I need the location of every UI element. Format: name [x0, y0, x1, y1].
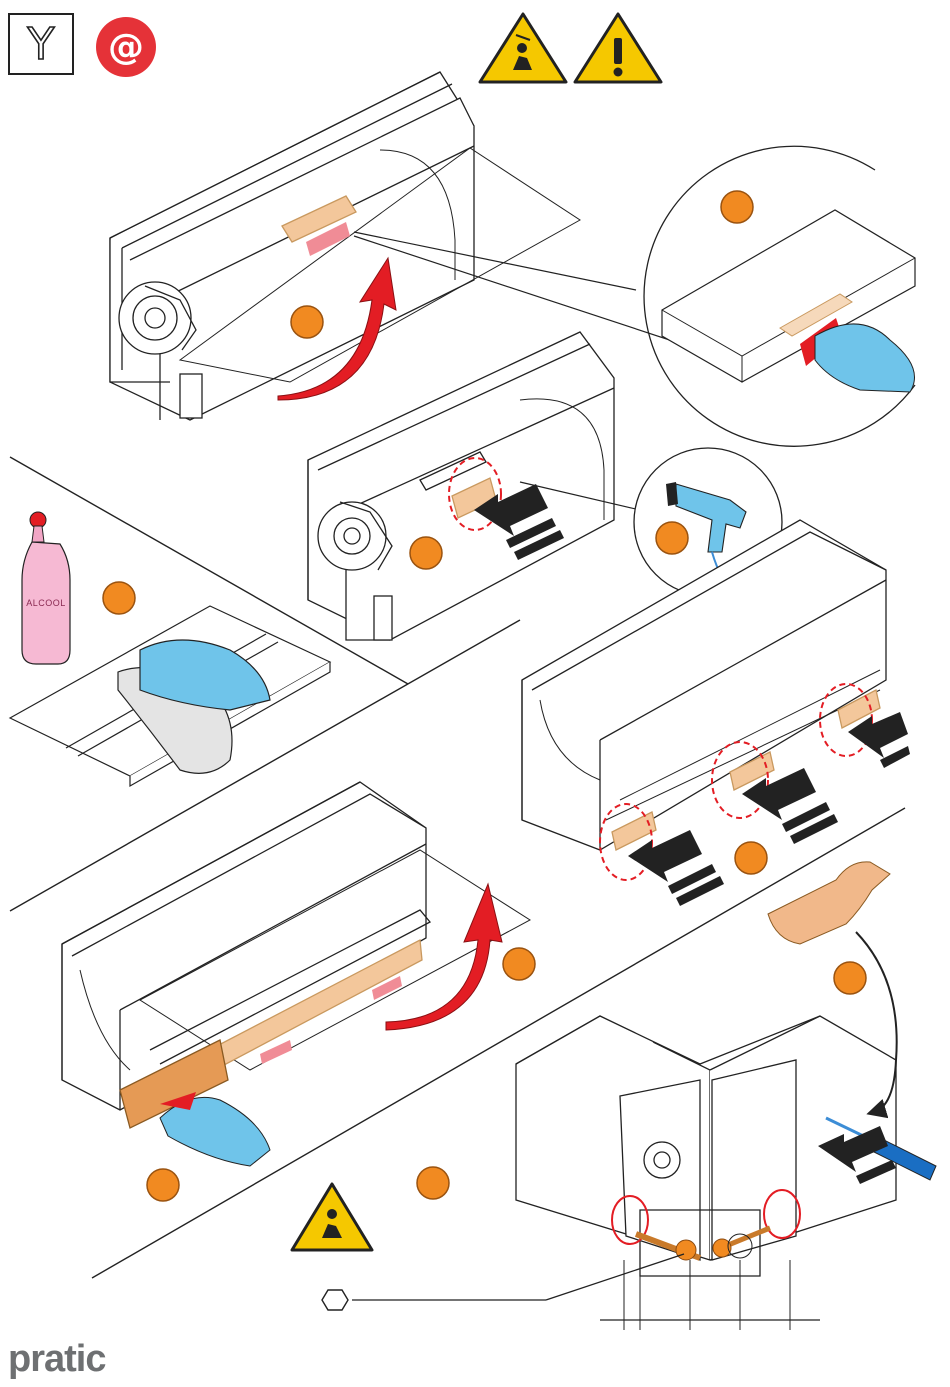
corner-joint-assembly — [516, 1016, 896, 1330]
step-marker — [103, 582, 135, 614]
alcohol-bottle-icon — [22, 512, 70, 664]
cassette-step-4 — [62, 782, 530, 1128]
step-marker — [147, 1169, 179, 1201]
hex-nut-callout — [322, 1254, 684, 1310]
general-warning-icon — [575, 14, 661, 82]
bottle-label: ALCOOL — [22, 598, 70, 608]
falling-object-warning-icon — [292, 1184, 372, 1250]
step-marker — [834, 962, 866, 994]
clip-piece — [768, 862, 890, 944]
step-marker — [503, 948, 535, 980]
detail-circle-peel — [644, 146, 915, 446]
step-marker — [735, 842, 767, 874]
step-marker — [656, 522, 688, 554]
step-marker — [721, 191, 753, 223]
step-marker — [410, 537, 442, 569]
glove-hand-icon — [160, 1092, 270, 1166]
step-marker — [291, 306, 323, 338]
falling-object-warning-icon — [480, 14, 566, 82]
cassette-step-2 — [308, 332, 614, 640]
brand-logo: pratic — [8, 1338, 105, 1381]
step-marker — [417, 1167, 449, 1199]
